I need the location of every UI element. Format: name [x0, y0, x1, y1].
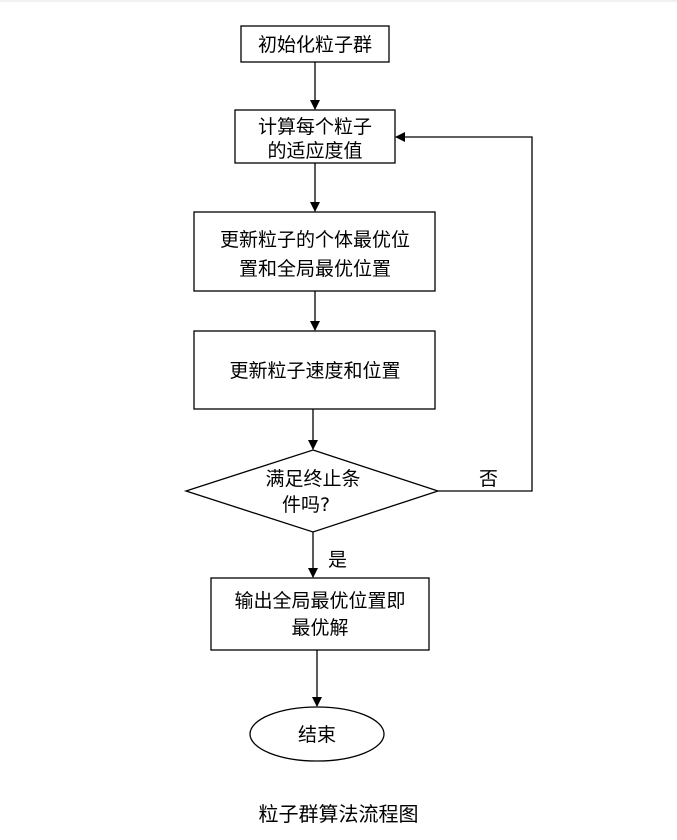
termination-diamond	[183, 449, 441, 533]
termination-text-line1: 满足终止条	[265, 468, 360, 490]
yes-label: 是	[328, 549, 347, 571]
end-text: 结束	[298, 724, 336, 746]
diagram-caption: 粒子群算法流程图	[258, 802, 419, 826]
fitness-box	[234, 109, 396, 164]
update-best-box	[193, 211, 436, 292]
top-border	[0, 0, 677, 2]
termination-text-line2: 件吗?	[282, 494, 330, 516]
output-text-line1: 输出全局最优位置即	[234, 590, 405, 612]
init-text: 初始化粒子群	[258, 34, 372, 56]
end-ellipse	[249, 706, 385, 762]
fitness-text-line2: 的适应度值	[267, 140, 362, 162]
no-label: 否	[479, 468, 498, 490]
update-velocity-text: 更新粒子速度和位置	[229, 360, 400, 382]
update-best-text-line1: 更新粒子的个体最优位	[220, 229, 410, 251]
update-best-text-line2: 置和全局最优位置	[239, 258, 391, 280]
fitness-text-line1: 计算每个粒子	[258, 116, 372, 138]
update-velocity-box	[193, 330, 436, 410]
arrow-no-loop	[395, 132, 533, 492]
output-box	[210, 577, 430, 651]
output-text-line2: 最优解	[291, 617, 348, 639]
